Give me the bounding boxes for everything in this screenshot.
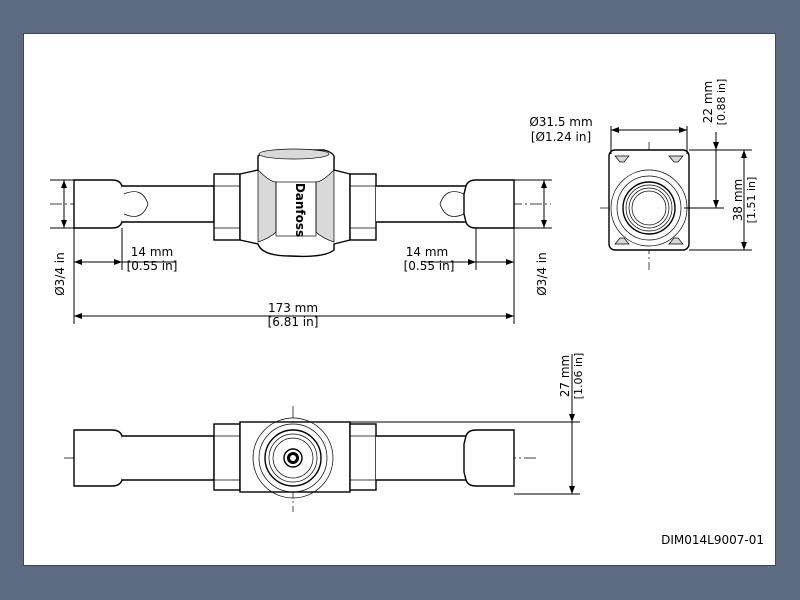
overall-length-mm: 173 mm: [268, 301, 318, 315]
side-view: [600, 142, 702, 270]
side-view-dimensions: Ø31.5 mm [Ø1.24 in] 22 mm [0.88 in] 38 m…: [529, 79, 758, 251]
left-insertion-in: [0.55 in]: [127, 259, 178, 273]
technical-drawing: Danfoss Ø3/4 in Ø3/4 in 14 mm [0.55 in]: [50, 79, 764, 547]
brand-mark: Danfoss: [293, 183, 307, 237]
body-height-in: [1.51 in]: [745, 177, 758, 224]
center-height-mm: 22 mm: [701, 81, 715, 123]
top-view: [64, 406, 536, 512]
sight-glass-diameter-mm: Ø31.5 mm: [529, 115, 592, 129]
drawing-sheet: Danfoss Ø3/4 in Ø3/4 in 14 mm [0.55 in]: [23, 33, 776, 566]
center-height-in: [0.88 in]: [715, 79, 728, 126]
right-diameter-label: Ø3/4 in: [535, 252, 549, 296]
top-right-pipe-socket: [463, 429, 515, 487]
body-height-mm: 38 mm: [731, 179, 745, 221]
left-hex-nut: [213, 173, 241, 241]
drawing-id: DIM014L9007-01: [661, 533, 764, 547]
overall-length-in: [6.81 in]: [268, 315, 319, 329]
front-view-dimensions: Ø3/4 in Ø3/4 in 14 mm [0.55 in] 14 mm [0…: [50, 179, 552, 329]
left-pipe-contour: [123, 191, 149, 217]
sight-glass: [622, 181, 676, 235]
right-insertion-mm: 14 mm: [406, 245, 448, 259]
front-view: Danfoss: [50, 148, 551, 258]
right-hex-nut: [349, 173, 377, 241]
body-top-cap: [258, 148, 330, 160]
top-left-pipe: [122, 435, 215, 481]
right-pipe-contour: [439, 191, 465, 217]
top-left-pipe-socket: [73, 429, 125, 487]
top-height-in: [1.06 in]: [572, 353, 585, 400]
left-diameter-label: Ø3/4 in: [53, 252, 67, 296]
sight-glass-diameter-in: [Ø1.24 in]: [531, 130, 591, 144]
top-view-dimensions: 27 mm [1.06 in]: [344, 353, 585, 495]
top-body-boss: [252, 417, 334, 499]
top-right-pipe: [376, 435, 469, 481]
right-insertion-in: [0.55 in]: [404, 259, 455, 273]
left-insertion-mm: 14 mm: [131, 245, 173, 259]
right-pipe-socket: [463, 179, 515, 229]
top-height-mm: 27 mm: [558, 355, 572, 397]
left-pipe-socket: [73, 179, 125, 229]
